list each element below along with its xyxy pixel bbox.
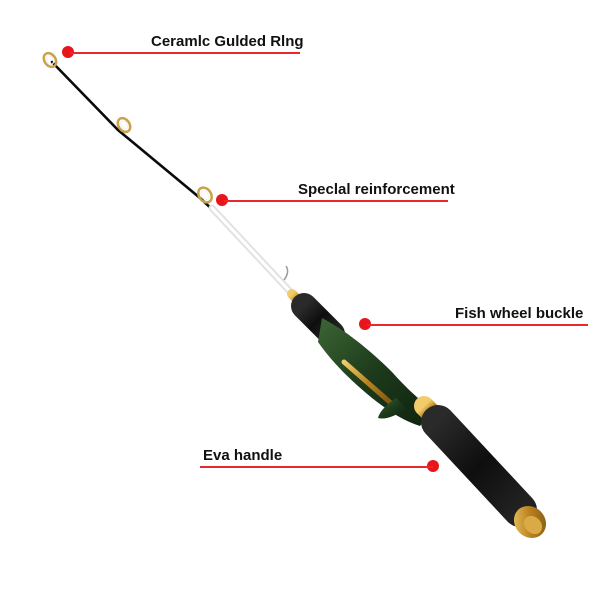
rear-grip: [421, 405, 537, 527]
callout-label-guide-ring: Ceramlc Gulded Rlng: [151, 33, 304, 50]
callout-label-reel-seat: Fish wheel buckle: [455, 305, 584, 322]
reel-seat-body: [318, 318, 432, 426]
callout-line-handle: [200, 466, 433, 468]
callout-dot-reel-seat: [359, 318, 371, 330]
end-cap-icon: [513, 505, 547, 539]
callout-label-reinforcement: Speclal reinforcement: [298, 181, 455, 198]
rod-tip-section: [50, 60, 217, 214]
callout-label-handle: Eva handle: [203, 447, 283, 464]
callout-dot-handle: [427, 460, 439, 472]
callout-line-guide-ring: [70, 52, 300, 54]
callout-dot-guide-ring: [62, 46, 74, 58]
callout-dot-reinforcement: [216, 194, 228, 206]
reel-trigger: [378, 398, 406, 419]
callout-line-reel-seat: [367, 324, 588, 326]
callout-line-reinforcement: [224, 200, 448, 202]
guide-ring-icon: [197, 186, 213, 204]
hook-keeper: [283, 265, 289, 281]
reel-seat-rail: [341, 359, 395, 407]
guide-ring-icon: [42, 51, 58, 69]
guide-ring-icon: [116, 116, 132, 134]
